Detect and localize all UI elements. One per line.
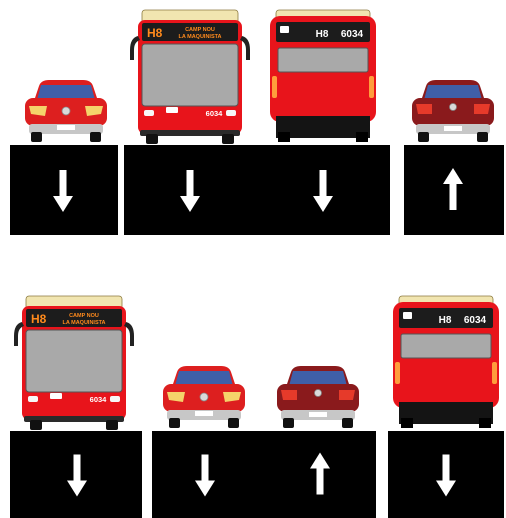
bus-rear: H8 6034: [270, 10, 376, 142]
rear-light-left: [395, 362, 400, 384]
arrow-shaft: [74, 455, 81, 483]
fleet-number: 6034: [206, 109, 224, 118]
operator-logo: [50, 393, 62, 399]
wheel-right: [342, 418, 353, 428]
rear-window: [401, 334, 491, 358]
windshield: [142, 44, 238, 106]
car-rear: [277, 366, 359, 428]
car-window: [289, 371, 347, 386]
arrow-shaft: [187, 170, 194, 198]
car-logo: [315, 390, 322, 397]
arrow-shaft: [60, 170, 67, 198]
car-window: [37, 85, 95, 100]
undercarriage: [399, 402, 493, 424]
wheel-right: [222, 134, 234, 144]
headlight-left: [28, 396, 38, 402]
tail-light-right: [474, 104, 490, 114]
car-logo: [62, 107, 70, 115]
headlight-left: [144, 110, 154, 116]
tail-light-left: [281, 390, 297, 400]
destination-line-1: CAMP NOU: [185, 27, 215, 33]
car-window: [175, 371, 233, 386]
destination-line-2: LA MAQUINISTA: [178, 34, 221, 40]
road-segment: [152, 431, 376, 518]
fleet-number: 6034: [90, 395, 108, 404]
car-rear: [412, 80, 494, 142]
rear-window: [278, 48, 368, 72]
wheel-left: [278, 132, 290, 142]
wheel-left: [30, 420, 42, 430]
tail-light-right: [339, 390, 355, 400]
headlight-right: [226, 110, 236, 116]
wheel-right: [477, 132, 488, 142]
wheel-left: [418, 132, 429, 142]
destination-line-1: CAMP NOU: [69, 313, 99, 319]
wheel-left: [283, 418, 294, 428]
windshield: [26, 330, 122, 392]
rear-light-left: [272, 76, 277, 98]
rear-light-right: [369, 76, 374, 98]
arrow-shaft: [317, 467, 324, 495]
wheel-left: [169, 418, 180, 428]
car-front: [163, 366, 245, 428]
headlight-right: [110, 396, 120, 402]
road: [10, 431, 504, 518]
car-front: [25, 80, 107, 142]
tail-light-left: [416, 104, 432, 114]
route-number: H8: [147, 26, 163, 40]
route-number: H8: [439, 315, 452, 326]
arrow-shaft: [450, 182, 457, 210]
road-segment: [124, 145, 390, 235]
route-number: H8: [316, 29, 329, 40]
car-window: [424, 85, 482, 100]
wheel-left: [401, 418, 413, 428]
undercarriage: [276, 116, 370, 138]
wheel-left: [31, 132, 42, 142]
license-plate: [195, 411, 213, 416]
fleet-number: 6034: [341, 29, 364, 40]
operator-logo: [166, 107, 178, 113]
car-logo: [200, 393, 208, 401]
rear-light-right: [492, 362, 497, 384]
arrow-shaft: [202, 455, 209, 483]
operator-logo: [403, 312, 412, 319]
wheel-right: [479, 418, 491, 428]
license-plate: [444, 126, 462, 131]
wheel-right: [228, 418, 239, 428]
road: [10, 145, 504, 235]
route-number: H8: [31, 312, 47, 326]
wheel-right: [356, 132, 368, 142]
operator-logo: [280, 26, 289, 33]
wheel-right: [90, 132, 101, 142]
arrow-shaft: [443, 455, 450, 483]
destination-line-2: LA MAQUINISTA: [62, 320, 105, 326]
bus-rear: H8 6034: [393, 296, 499, 428]
license-plate: [309, 412, 327, 417]
wheel-left: [146, 134, 158, 144]
arrow-shaft: [320, 170, 327, 198]
wheel-right: [106, 420, 118, 430]
fleet-number: 6034: [464, 315, 487, 326]
car-logo: [450, 104, 457, 111]
license-plate: [57, 125, 75, 130]
